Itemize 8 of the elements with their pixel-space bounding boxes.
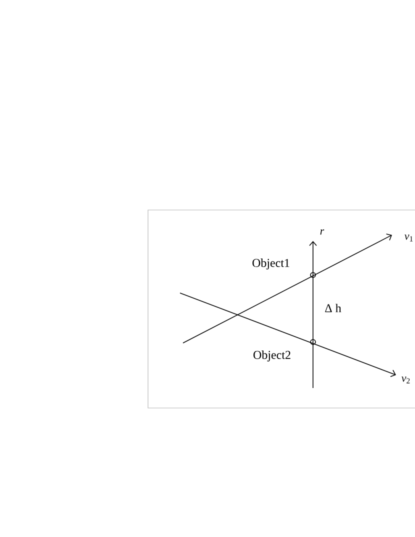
axis-label: Δ h [325,304,342,312]
point-marker [310,272,316,278]
point-label: Object2 [254,350,290,362]
point-label: Object1 [252,258,290,270]
point-marker [310,339,316,345]
axis-label: v$_{1}$ [404,234,413,242]
axis-label: v$_{2}$ [402,376,410,384]
axis-label: r [320,229,324,235]
